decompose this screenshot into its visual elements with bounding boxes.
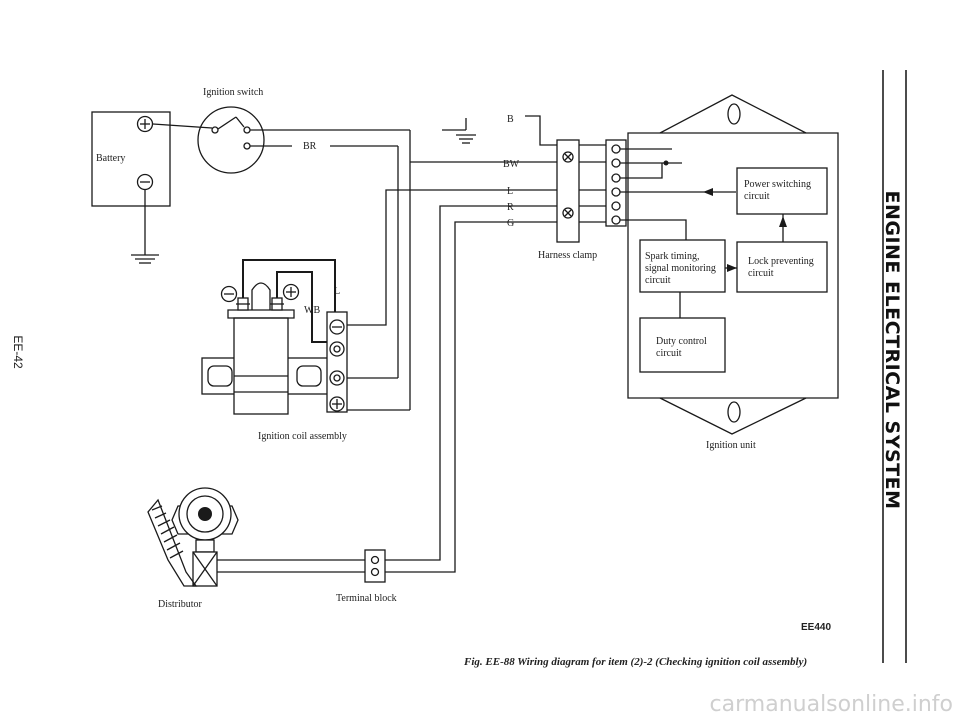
ignition-coil-assembly — [201, 259, 336, 415]
battery-negative-icon — [136, 173, 154, 191]
coil-negative-icon — [220, 285, 238, 303]
wire-wb-label: WB — [304, 305, 320, 316]
ignition-switch-label: Ignition switch — [203, 87, 263, 98]
clamp-bolt-icon — [562, 151, 574, 163]
coil-positive-icon — [282, 283, 300, 301]
battery-label: Battery — [96, 153, 125, 164]
figure-caption: Fig. EE-88 Wiring diagram for item (2)-2… — [463, 656, 807, 668]
svg-text:Spark timing,: Spark timing, — [645, 251, 699, 262]
svg-text:Duty control: Duty control — [656, 336, 707, 347]
wire-l-coil-label: L — [334, 286, 340, 297]
connector-negative-icon — [329, 319, 345, 335]
wire-b-label: B — [507, 114, 514, 125]
svg-text:signal monitoring: signal monitoring — [645, 263, 716, 274]
power-switching-block: Power switching circuit — [736, 167, 828, 215]
battery-positive-icon — [136, 115, 154, 133]
svg-text:circuit: circuit — [744, 191, 770, 202]
watermark: carmanualsonline.info — [710, 692, 953, 717]
spark-timing-block: Spark timing, signal monitoring circuit — [639, 239, 726, 293]
connector-positive-icon — [329, 396, 345, 412]
svg-text:circuit: circuit — [748, 268, 774, 279]
terminal-block-label: Terminal block — [336, 593, 397, 604]
svg-text:Lock preventing: Lock preventing — [748, 256, 814, 267]
battery: Battery — [91, 111, 171, 207]
wire-bw-label: BW — [503, 159, 520, 170]
coil-connector — [326, 311, 348, 413]
svg-text:circuit: circuit — [645, 275, 671, 286]
ignition-switch — [197, 106, 265, 174]
wire-g-label: G — [507, 218, 514, 229]
wire-r-label: R — [507, 202, 514, 213]
chassis-ground-icon — [442, 118, 476, 144]
side-title: ENGINE ELECTRICAL SYSTEM — [881, 190, 903, 509]
figure-code: EE440 — [801, 622, 831, 633]
ignition-unit-connector — [605, 139, 627, 227]
distributor — [147, 487, 239, 587]
clamp-bolt-icon — [562, 207, 574, 219]
mount-hole-icon — [727, 103, 741, 125]
svg-text:Power switching: Power switching — [744, 179, 811, 190]
wire-l-label: L — [507, 186, 513, 197]
ignition-unit — [627, 94, 839, 435]
terminal-block — [364, 549, 386, 583]
harness-clamp — [556, 139, 580, 243]
wire-br-label: BR — [303, 141, 317, 152]
duty-control-block: Duty control circuit — [639, 317, 726, 373]
battery-ground-icon — [131, 190, 159, 264]
svg-text:circuit: circuit — [656, 348, 682, 359]
distributor-shaft-icon — [198, 507, 212, 521]
harness-clamp-label: Harness clamp — [538, 250, 597, 261]
page-number: EE-42 — [11, 335, 25, 369]
ignition-unit-label: Ignition unit — [706, 440, 756, 451]
ignition-coil-assembly-label: Ignition coil assembly — [258, 431, 347, 442]
mount-hole-icon — [727, 401, 741, 423]
lock-preventing-block: Lock preventing circuit — [736, 241, 828, 293]
distributor-label: Distributor — [158, 599, 203, 610]
